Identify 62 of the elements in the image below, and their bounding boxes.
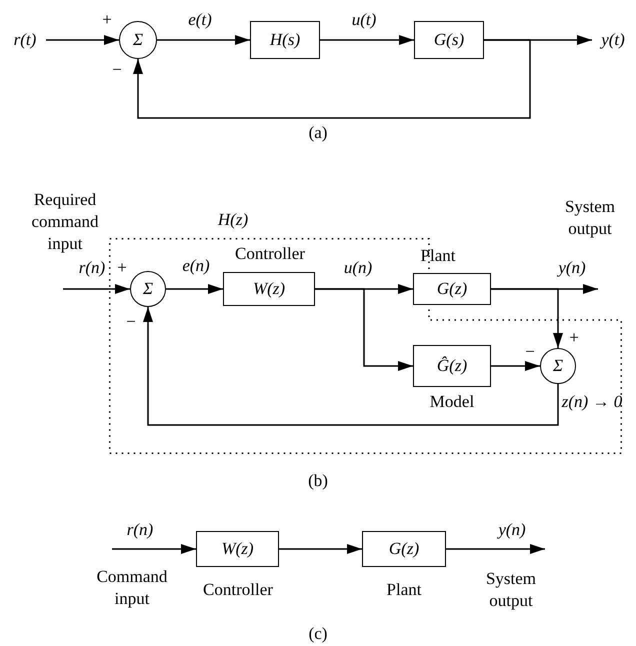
block-label: H(s) bbox=[270, 30, 300, 50]
sign-label: − bbox=[126, 312, 136, 332]
arrow bbox=[112, 544, 196, 554]
summing-junction bbox=[130, 271, 166, 307]
sign-label: − bbox=[112, 60, 122, 80]
signal-label: r(n) bbox=[78, 258, 106, 278]
transfer-function-box bbox=[362, 531, 446, 567]
block-caption: z(n) → 0 bbox=[562, 392, 622, 412]
sign-label: + bbox=[117, 258, 127, 278]
sum-symbol: Σ bbox=[132, 30, 144, 50]
arrow bbox=[279, 544, 362, 554]
transfer-function-box bbox=[413, 345, 491, 387]
arrow bbox=[446, 544, 545, 554]
arrow bbox=[491, 361, 540, 371]
arrow bbox=[46, 35, 119, 45]
signal-label: e(t) bbox=[188, 10, 212, 30]
arrow bbox=[166, 284, 223, 294]
block-label: G(z) bbox=[388, 539, 420, 559]
sign-label: + bbox=[569, 328, 579, 348]
block-caption: Plant bbox=[386, 580, 422, 600]
arrow bbox=[157, 35, 250, 45]
summing-junction bbox=[540, 348, 576, 384]
block-caption: Controller bbox=[203, 580, 273, 600]
annotation-label: System output bbox=[484, 568, 538, 612]
arrow bbox=[315, 288, 413, 371]
arrow bbox=[63, 284, 130, 294]
arrow bbox=[133, 39, 531, 119]
signal-label: y(n) bbox=[558, 258, 586, 278]
signal-label: u(n) bbox=[344, 258, 372, 278]
panel-caption: (a) bbox=[308, 122, 328, 144]
transfer-function-box bbox=[196, 531, 279, 567]
annotation-label: System output bbox=[564, 196, 616, 240]
sum-symbol: Σ bbox=[552, 356, 564, 376]
summing-junction bbox=[119, 21, 157, 59]
signal-label: r(n) bbox=[126, 520, 154, 540]
block-caption: Plant bbox=[420, 246, 456, 266]
sign-label: − bbox=[525, 342, 535, 362]
sum-symbol: Σ bbox=[142, 279, 154, 299]
panel-caption: (c) bbox=[308, 624, 328, 644]
arrow bbox=[320, 35, 414, 45]
block-label: G(s) bbox=[434, 30, 464, 50]
transfer-function-box bbox=[414, 21, 484, 59]
signal-label: e(n) bbox=[182, 256, 210, 276]
transfer-function-box bbox=[413, 273, 491, 305]
block-caption: Controller bbox=[235, 244, 305, 264]
block-label: W(z) bbox=[252, 279, 286, 299]
sign-label: + bbox=[102, 10, 112, 30]
signal-label: r(t) bbox=[4, 29, 46, 51]
transfer-function-box bbox=[250, 21, 320, 59]
block-label: G(z) bbox=[436, 279, 468, 299]
block-label: W(z) bbox=[221, 539, 254, 559]
block-label: Ĝ(z) bbox=[436, 356, 468, 376]
panel-caption: (b) bbox=[308, 470, 328, 492]
arrow bbox=[491, 288, 563, 348]
arrow bbox=[143, 307, 559, 426]
transfer-function-box bbox=[223, 272, 315, 306]
signal-label: y(n) bbox=[498, 520, 526, 540]
signal-label: u(t) bbox=[352, 10, 376, 30]
region-heading: H(z) bbox=[218, 210, 248, 230]
block-caption: Model bbox=[430, 392, 474, 412]
annotation-label: Command input bbox=[96, 566, 168, 610]
signal-label: y(t) bbox=[592, 29, 634, 51]
